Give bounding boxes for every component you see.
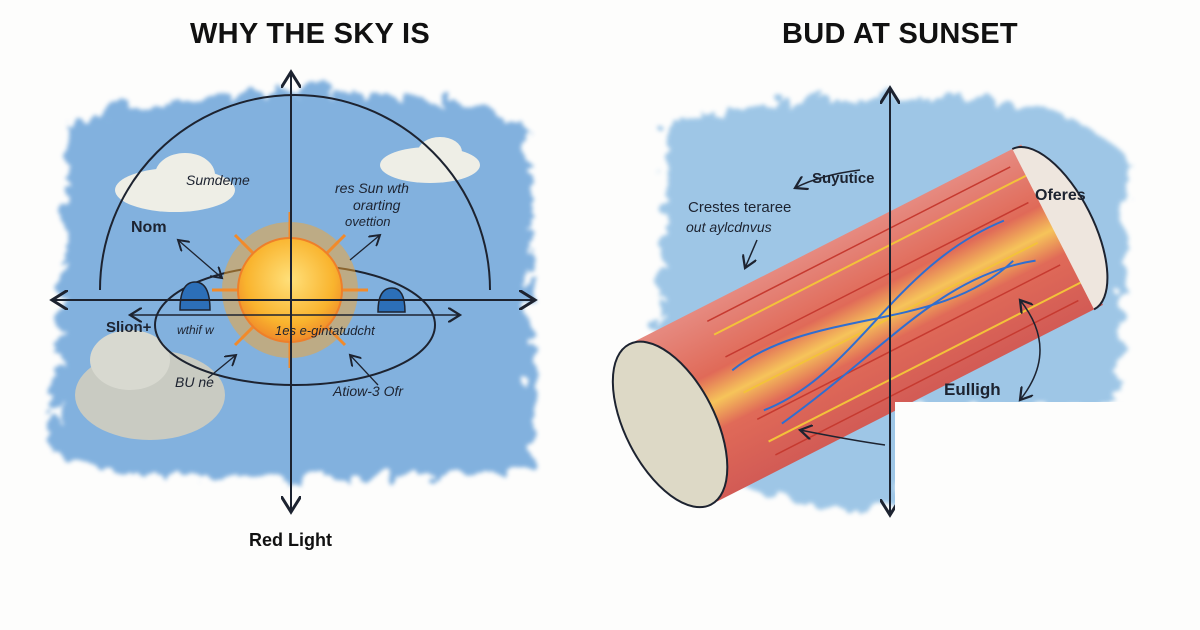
label-nom: Nom	[131, 219, 167, 236]
cloud-icon	[75, 137, 480, 440]
right-title: BUD AT SUNSET	[782, 18, 1018, 50]
label-eulligh: Eulligh	[944, 380, 1001, 399]
left-title: WHY THE SKY IS	[190, 18, 431, 50]
label-sun-with: res Sun wth	[335, 180, 409, 196]
white-panel	[895, 402, 1200, 630]
label-out: out aylcdnvus	[686, 219, 772, 235]
label-gintatudcht: 1es e-gintatudcht	[275, 323, 375, 338]
label-bune: BU ne	[175, 374, 214, 390]
label-suyutice: Suyutice	[812, 170, 875, 187]
label-slion: Slion+	[106, 319, 152, 336]
label-whithw: wthif w	[177, 323, 214, 337]
label-orarting: orarting	[353, 197, 401, 213]
label-oferes: Oferes	[1035, 187, 1086, 204]
label-overtion: ovettion	[345, 214, 391, 229]
label-atlow: Atiow-3 Ofr	[333, 383, 404, 399]
label-sumdeme: Sumdeme	[186, 172, 250, 188]
light-tube	[611, 144, 1109, 509]
label-crestes: Crestes teraree	[688, 199, 792, 216]
label-red-light: Red Light	[249, 530, 332, 550]
